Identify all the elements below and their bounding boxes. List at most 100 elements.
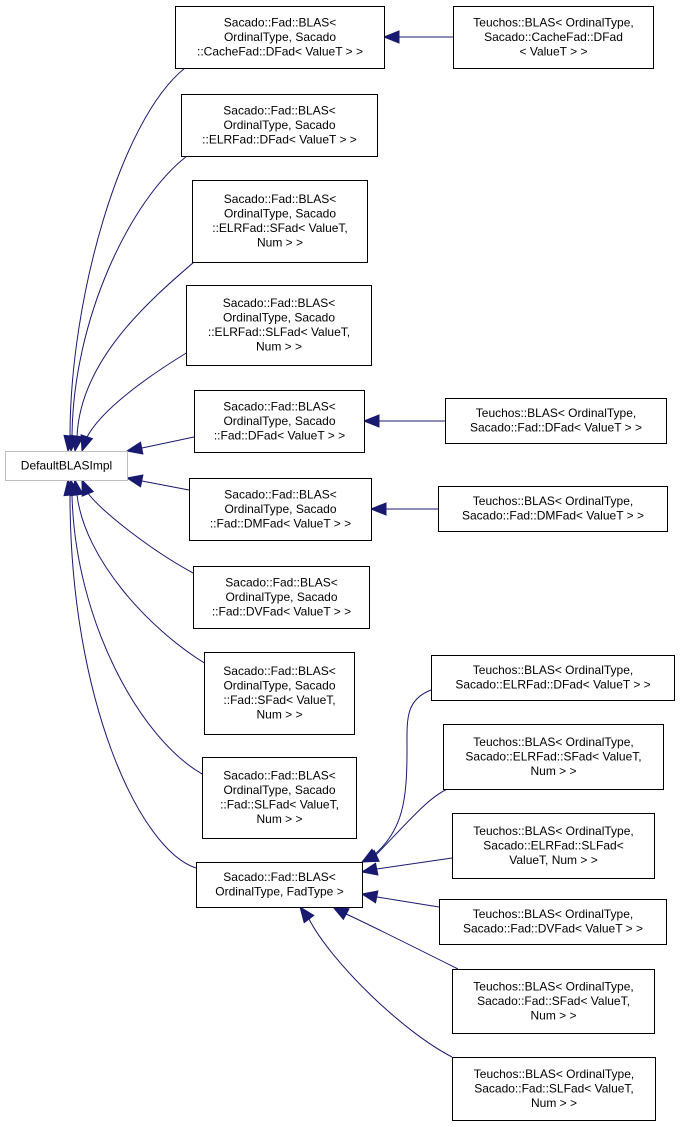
class-label-line: Sacado::Fad::BLAS<: [224, 487, 336, 501]
class-label-line: ::Fad::SLFad< ValueT,: [220, 798, 339, 812]
class-label-line: Sacado::CacheFad::DFad: [484, 30, 623, 44]
class-label-line: Teuchos::BLAS< OrdinalType,: [473, 15, 633, 29]
class-box[interactable]: [5, 451, 128, 481]
class-node-n4[interactable]: Sacado::Fad::BLAS<OrdinalType, Sacado::E…: [186, 285, 372, 366]
class-label-line: Num > >: [256, 812, 302, 826]
class-node-n7[interactable]: Sacado::Fad::BLAS<OrdinalType, Sacado::F…: [193, 566, 370, 629]
class-box[interactable]: [443, 724, 664, 790]
class-label-line: Sacado::Fad::BLAS<: [224, 15, 336, 29]
class-box[interactable]: [452, 969, 655, 1034]
class-node-n9[interactable]: Sacado::Fad::BLAS<OrdinalType, Sacado::F…: [202, 757, 357, 839]
edge-n3-to-default: [70, 261, 195, 453]
class-label-line: OrdinalType, Sacado: [225, 590, 337, 604]
edge-line: [308, 918, 453, 1058]
class-node-t5[interactable]: Teuchos::BLAS< OrdinalType,Sacado::ELRFa…: [443, 724, 664, 790]
class-node-n10[interactable]: Sacado::Fad::BLAS<OrdinalType, FadType >: [196, 862, 363, 908]
class-box[interactable]: [452, 813, 655, 879]
class-label-line: DefaultBLASImpl: [21, 458, 112, 472]
edge-line: [76, 494, 207, 665]
arrowhead-icon: [299, 905, 315, 924]
edge-line: [69, 67, 186, 437]
class-label-line: ValueT, Num > >: [509, 853, 598, 867]
class-box[interactable]: [175, 6, 385, 69]
arrowhead-icon: [360, 890, 379, 904]
class-label-line: Teuchos::BLAS< OrdinalType,: [473, 494, 633, 508]
edge-line: [141, 480, 190, 491]
class-label-line: ::ELRFad::DFad< ValueT > >: [202, 132, 357, 146]
edge-line: [86, 491, 196, 575]
class-box[interactable]: [439, 899, 667, 945]
edge-n2-to-default: [65, 155, 188, 453]
class-box[interactable]: [445, 398, 667, 444]
class-label-line: Sacado::ELRFad::SFad< ValueT,: [465, 749, 641, 763]
edge-n4-to-default: [80, 351, 189, 453]
edge-line: [85, 351, 189, 440]
class-node-t9[interactable]: Teuchos::BLAS< OrdinalType,Sacado::Fad::…: [452, 1057, 656, 1121]
class-label-line: Sacado::Fad::BLAS<: [223, 296, 335, 310]
class-label-line: Num > >: [530, 1008, 576, 1022]
class-label-line: OrdinalType, Sacado: [224, 502, 336, 516]
class-box[interactable]: [196, 862, 363, 908]
edge-n1-to-default: [63, 67, 186, 453]
class-label-line: Sacado::Fad::BLAS<: [224, 192, 336, 206]
arrowhead-icon: [125, 474, 144, 488]
edge-t2-to-n5: [362, 414, 445, 428]
class-box[interactable]: [202, 757, 357, 839]
class-label-line: ::Fad::DFad< ValueT > >: [214, 428, 345, 442]
class-box[interactable]: [192, 180, 368, 263]
node-layer: DefaultBLASImplSacado::Fad::BLAS<Ordinal…: [5, 6, 675, 1121]
class-box[interactable]: [452, 1057, 656, 1121]
edge-t6-to-n10: [360, 857, 453, 876]
edge-n9-to-default: [65, 478, 205, 776]
class-box[interactable]: [453, 6, 654, 69]
class-node-n1[interactable]: Sacado::Fad::BLAS<OrdinalType, Sacado::C…: [175, 6, 385, 69]
class-node-n2[interactable]: Sacado::Fad::BLAS<OrdinalType, Sacado::E…: [181, 94, 378, 157]
edge-t3-to-n6: [369, 502, 438, 516]
class-label-line: Num > >: [530, 764, 576, 778]
edge-t5-to-n10: [361, 786, 453, 863]
class-label-line: OrdinalType, FadType >: [215, 885, 343, 899]
class-label-line: ::Fad::DMFad< ValueT > >: [210, 516, 351, 530]
edge-line: [376, 896, 440, 908]
arrowhead-icon: [361, 849, 380, 863]
class-label-line: Sacado::Fad::BLAS<: [223, 870, 335, 884]
class-label-line: Sacado::Fad::SLFad< ValueT,: [474, 1081, 634, 1095]
arrowhead-icon: [362, 414, 380, 428]
class-node-t7[interactable]: Teuchos::BLAS< OrdinalType,Sacado::Fad::…: [439, 899, 667, 945]
class-box[interactable]: [186, 285, 372, 366]
class-label-line: Teuchos::BLAS< OrdinalType,: [473, 979, 633, 993]
class-box[interactable]: [194, 390, 365, 453]
class-box[interactable]: [431, 655, 675, 701]
class-node-n5[interactable]: Sacado::Fad::BLAS<OrdinalType, Sacado::F…: [194, 390, 365, 453]
arrowhead-icon: [360, 862, 379, 876]
class-label-line: Sacado::ELRFad::SLFad<: [483, 838, 623, 852]
class-label-line: OrdinalType, Sacado: [223, 783, 335, 797]
class-box[interactable]: [189, 478, 372, 541]
class-label-line: Sacado::Fad::DMFad< ValueT > >: [462, 509, 644, 523]
class-node-t6[interactable]: Teuchos::BLAS< OrdinalType,Sacado::ELRFa…: [452, 813, 655, 879]
class-node-default[interactable]: DefaultBLASImpl: [5, 451, 128, 481]
class-box[interactable]: [193, 566, 370, 629]
class-node-t3[interactable]: Teuchos::BLAS< OrdinalType,Sacado::Fad::…: [438, 486, 668, 532]
edge-line: [71, 494, 205, 776]
class-box[interactable]: [181, 94, 378, 157]
edge-n6-to-default: [125, 474, 190, 491]
edge-t9-to-n10: [299, 905, 453, 1058]
class-node-n3[interactable]: Sacado::Fad::BLAS<OrdinalType, Sacado::E…: [192, 180, 368, 263]
class-node-t2[interactable]: Teuchos::BLAS< OrdinalType,Sacado::Fad::…: [445, 398, 667, 444]
class-node-t4[interactable]: Teuchos::BLAS< OrdinalType,Sacado::ELRFa…: [431, 655, 675, 701]
class-node-n8[interactable]: Sacado::Fad::BLAS<OrdinalType, Sacado::F…: [204, 652, 355, 735]
arrowhead-icon: [70, 434, 84, 453]
class-box[interactable]: [204, 652, 355, 735]
class-node-t1[interactable]: Teuchos::BLAS< OrdinalType,Sacado::Cache…: [453, 6, 654, 69]
class-node-t8[interactable]: Teuchos::BLAS< OrdinalType,Sacado::Fad::…: [452, 969, 655, 1034]
class-label-line: Teuchos::BLAS< OrdinalType,: [473, 735, 633, 749]
class-label-line: ::ELRFad::SLFad< ValueT,: [208, 325, 350, 339]
edge-line: [345, 913, 459, 970]
class-node-n6[interactable]: Sacado::Fad::BLAS<OrdinalType, Sacado::F…: [189, 478, 372, 541]
class-box[interactable]: [438, 486, 668, 532]
edge-line: [76, 261, 195, 438]
arrowhead-icon: [369, 502, 387, 516]
class-label-line: OrdinalType, Sacado: [224, 207, 336, 221]
